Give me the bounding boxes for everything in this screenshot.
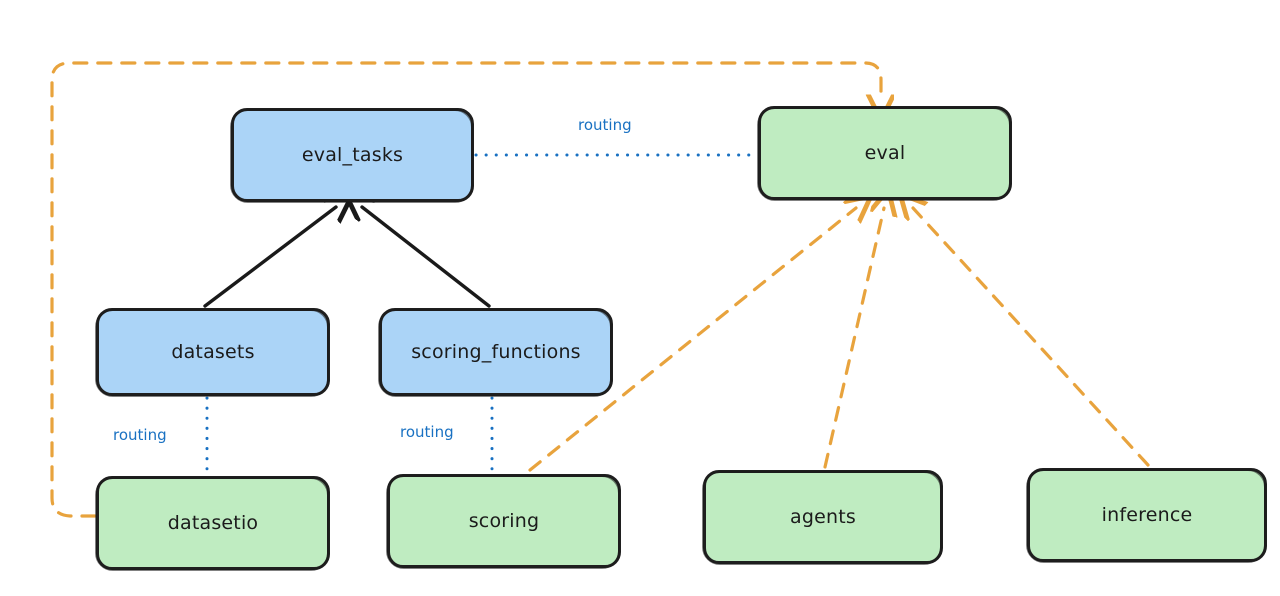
node-datasetio[interactable]: datasetio	[95, 476, 330, 571]
node-datasets[interactable]: datasets	[95, 308, 330, 397]
node-agents[interactable]: agents	[702, 470, 943, 565]
node-label: eval	[864, 141, 906, 164]
node-inference[interactable]: inference	[1026, 468, 1267, 563]
node-label: scoring	[468, 509, 540, 532]
node-scoring[interactable]: scoring	[386, 474, 621, 569]
node-eval[interactable]: eval	[757, 106, 1012, 201]
edge-inference-to-eval	[913, 208, 1150, 467]
edge-scoring-to-eval	[528, 208, 856, 472]
edge-label-routing-eval: routing	[578, 116, 632, 134]
node-scoring-functions[interactable]: scoring_functions	[378, 308, 613, 397]
node-label: inference	[1101, 503, 1193, 526]
edge-scoring-functions-to-eval-tasks	[362, 207, 491, 308]
node-label: datasetio	[167, 511, 259, 534]
node-label: agents	[790, 505, 856, 528]
node-eval-tasks[interactable]: eval_tasks	[230, 108, 474, 203]
edge-agents-to-eval	[823, 208, 884, 469]
node-label: datasets	[171, 340, 255, 363]
node-label: scoring_functions	[411, 340, 581, 363]
edge-label-routing-datasetio: routing	[113, 426, 167, 444]
edge-datasets-to-eval-tasks	[203, 207, 336, 308]
edge-datasetio-to-eval	[50, 61, 881, 518]
edge-label-routing-scoring: routing	[400, 423, 454, 441]
node-label: eval_tasks	[301, 143, 404, 166]
